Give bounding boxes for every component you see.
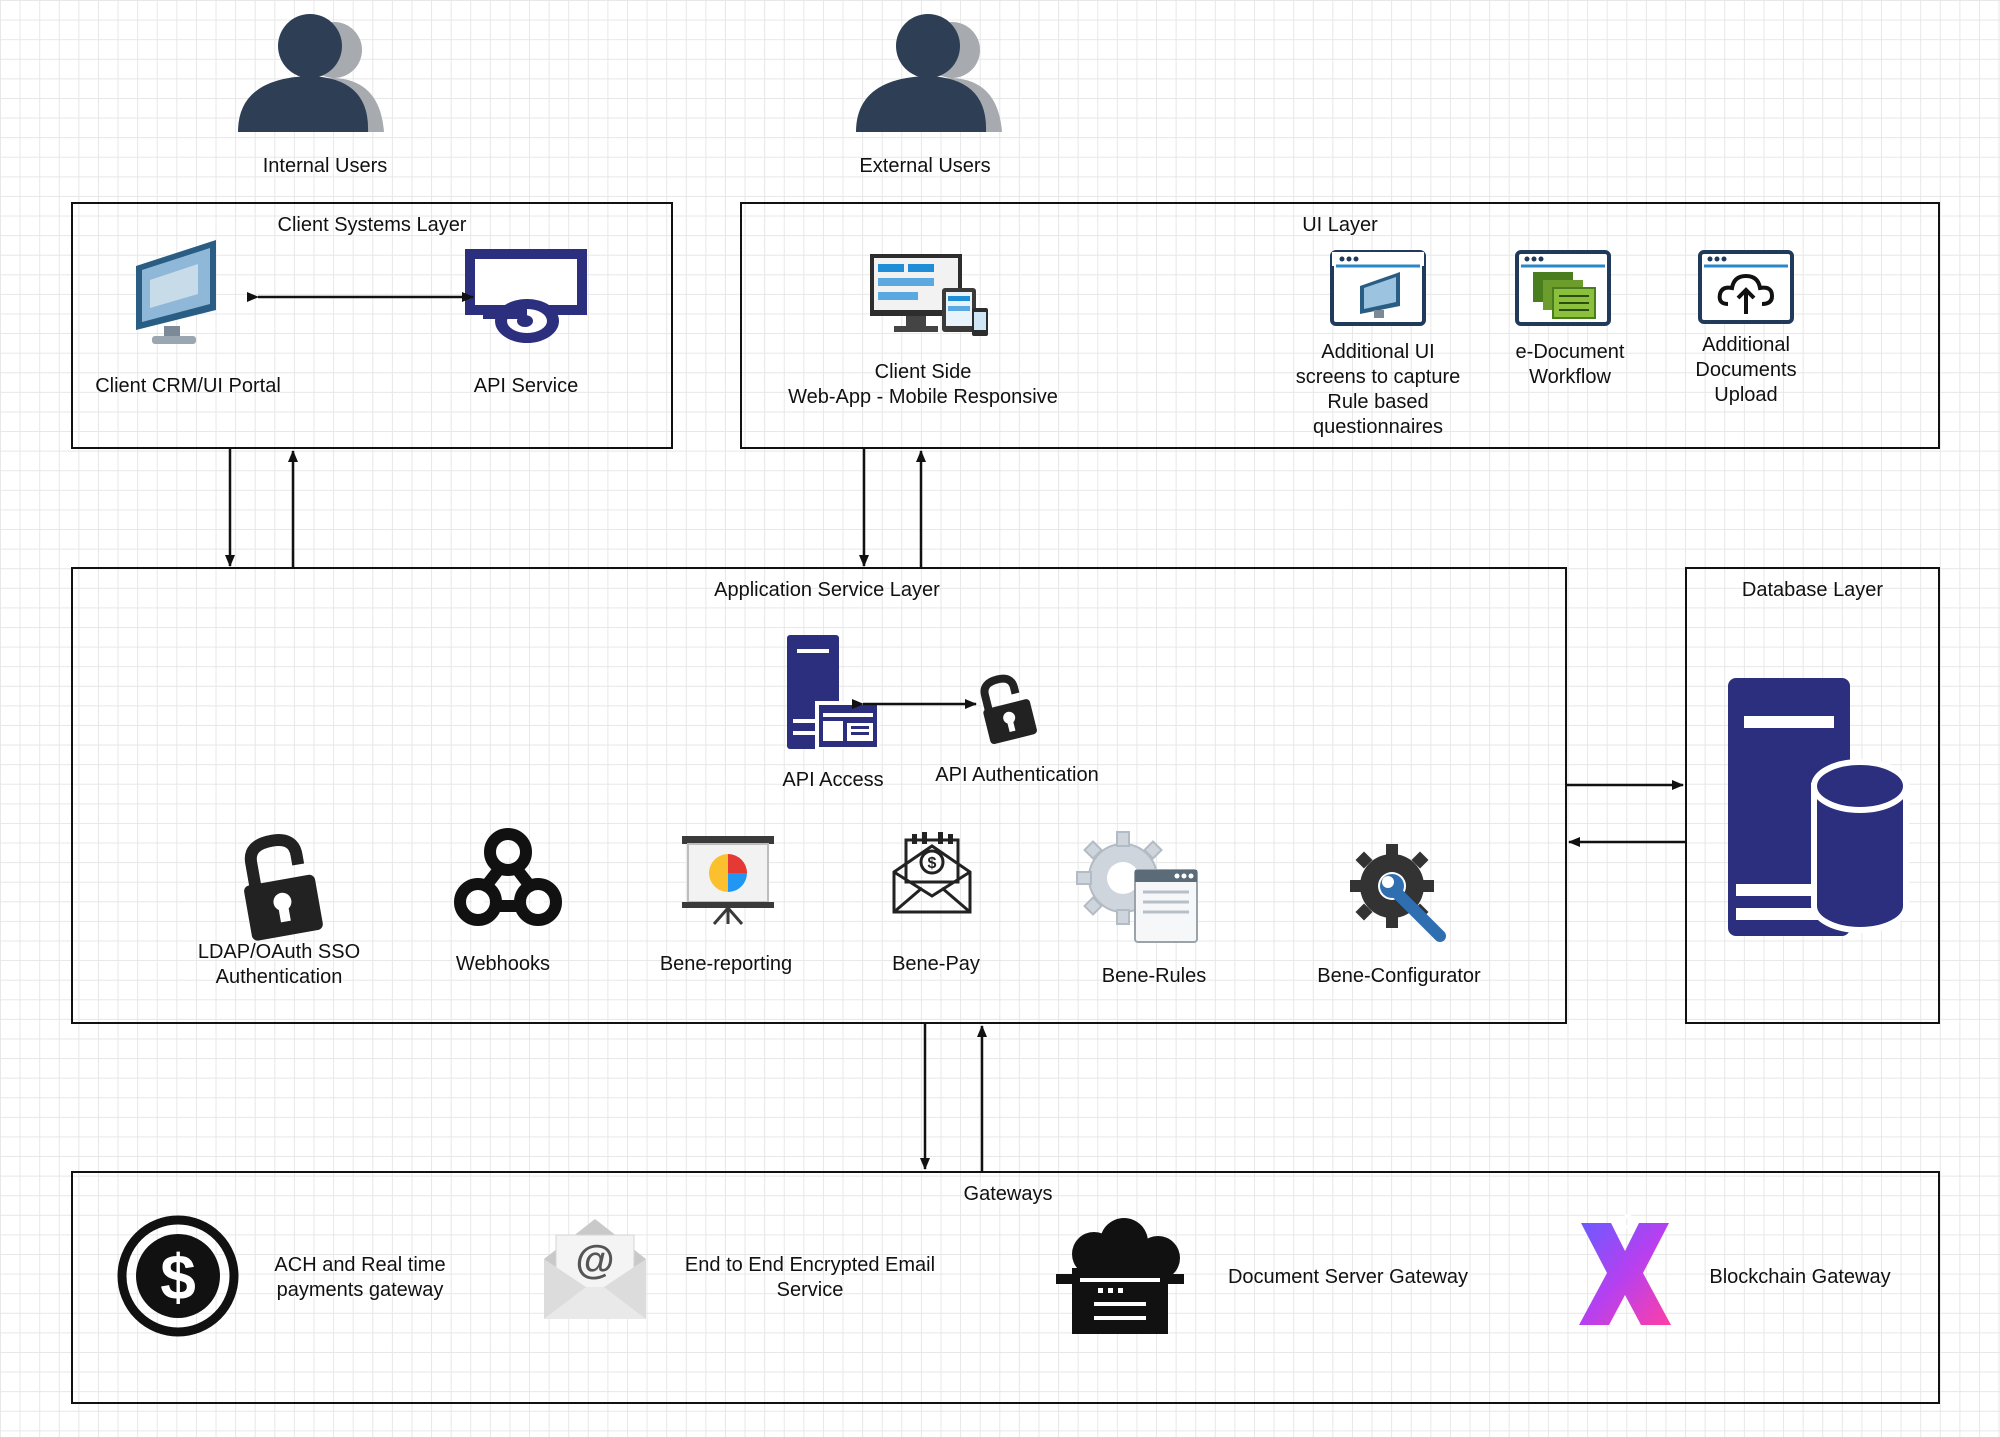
internal-users-label: Internal Users bbox=[262, 155, 388, 177]
encrypted-email-label: End to End Encrypted Email Service bbox=[684, 1254, 936, 1301]
bene-pay-envelope-icon: $ bbox=[892, 832, 972, 914]
database-layer-title: Database Layer bbox=[1741, 579, 1884, 601]
additional-ui-label: Additional UI screens to capture Rule ba… bbox=[1295, 341, 1461, 438]
documents-upload-icon bbox=[1698, 250, 1794, 324]
bene-rules-label: Bene-Rules bbox=[1101, 965, 1207, 987]
api-service-icon bbox=[465, 249, 587, 343]
internal-users-icon bbox=[238, 14, 384, 132]
svg-text:$: $ bbox=[928, 855, 937, 872]
external-users-icon bbox=[856, 14, 1002, 132]
client-systems-layer-title: Client Systems Layer bbox=[277, 214, 467, 236]
api-access-label: API Access bbox=[782, 769, 884, 791]
blockchain-label: Blockchain Gateway bbox=[1709, 1266, 1891, 1288]
application-service-layer-title: Application Service Layer bbox=[714, 579, 940, 601]
bene-rules-gear-icon bbox=[1076, 831, 1198, 943]
api-authentication-label: API Authentication bbox=[935, 764, 1099, 786]
document-server-icon bbox=[1056, 1218, 1184, 1334]
encrypted-email-icon: @ bbox=[544, 1219, 646, 1319]
svg-text:@: @ bbox=[575, 1238, 614, 1282]
webhooks-label: Webhooks bbox=[455, 953, 551, 975]
crm-monitor-icon bbox=[136, 240, 216, 344]
ui-layer: UI Layer bbox=[740, 202, 1940, 449]
e-document-workflow-icon bbox=[1515, 250, 1611, 326]
web-app-label: Client Side Web-App - Mobile Responsive bbox=[788, 361, 1058, 408]
api-access-server-icon bbox=[787, 635, 879, 749]
bene-configurator-gear-wrench-icon bbox=[1350, 844, 1446, 942]
application-service-layer: Application Service Layer bbox=[71, 567, 1567, 1024]
webhooks-icon bbox=[454, 828, 562, 926]
web-app-devices-icon bbox=[870, 254, 988, 336]
ldap-label: LDAP/OAuth SSO Authentication bbox=[197, 941, 361, 988]
crm-label: Client CRM/UI Portal bbox=[95, 375, 281, 397]
ach-gateway-label: ACH and Real time payments gateway bbox=[274, 1254, 446, 1301]
dollar-coin-icon: $ bbox=[117, 1215, 239, 1337]
svg-text:$: $ bbox=[160, 1241, 196, 1313]
api-service-label: API Service bbox=[473, 375, 579, 397]
client-systems-layer: Client Systems Layer bbox=[71, 202, 673, 449]
api-authentication-lock-icon bbox=[980, 674, 1037, 745]
ldap-lock-icon bbox=[244, 834, 323, 941]
database-server-icon bbox=[1728, 678, 1909, 936]
bene-configurator-label: Bene-Configurator bbox=[1317, 965, 1481, 987]
external-users-label: External Users bbox=[859, 155, 991, 177]
bene-reporting-label: Bene-reporting bbox=[659, 953, 793, 975]
additional-ui-screens-icon bbox=[1330, 250, 1426, 326]
gateways-layer: Gateways bbox=[71, 1171, 1940, 1404]
documents-upload-label: Additional Documents Upload bbox=[1695, 334, 1797, 406]
bene-pay-label: Bene-Pay bbox=[892, 953, 980, 975]
gateways-layer-title: Gateways bbox=[963, 1183, 1053, 1205]
ui-layer-title: UI Layer bbox=[1302, 214, 1378, 236]
blockchain-icon bbox=[1579, 1213, 1671, 1325]
e-document-label: e-Document Workflow bbox=[1515, 341, 1625, 388]
bene-reporting-presentation-icon bbox=[682, 836, 774, 925]
database-layer: Database Layer bbox=[1685, 567, 1940, 1024]
document-server-label: Document Server Gateway bbox=[1227, 1266, 1469, 1288]
